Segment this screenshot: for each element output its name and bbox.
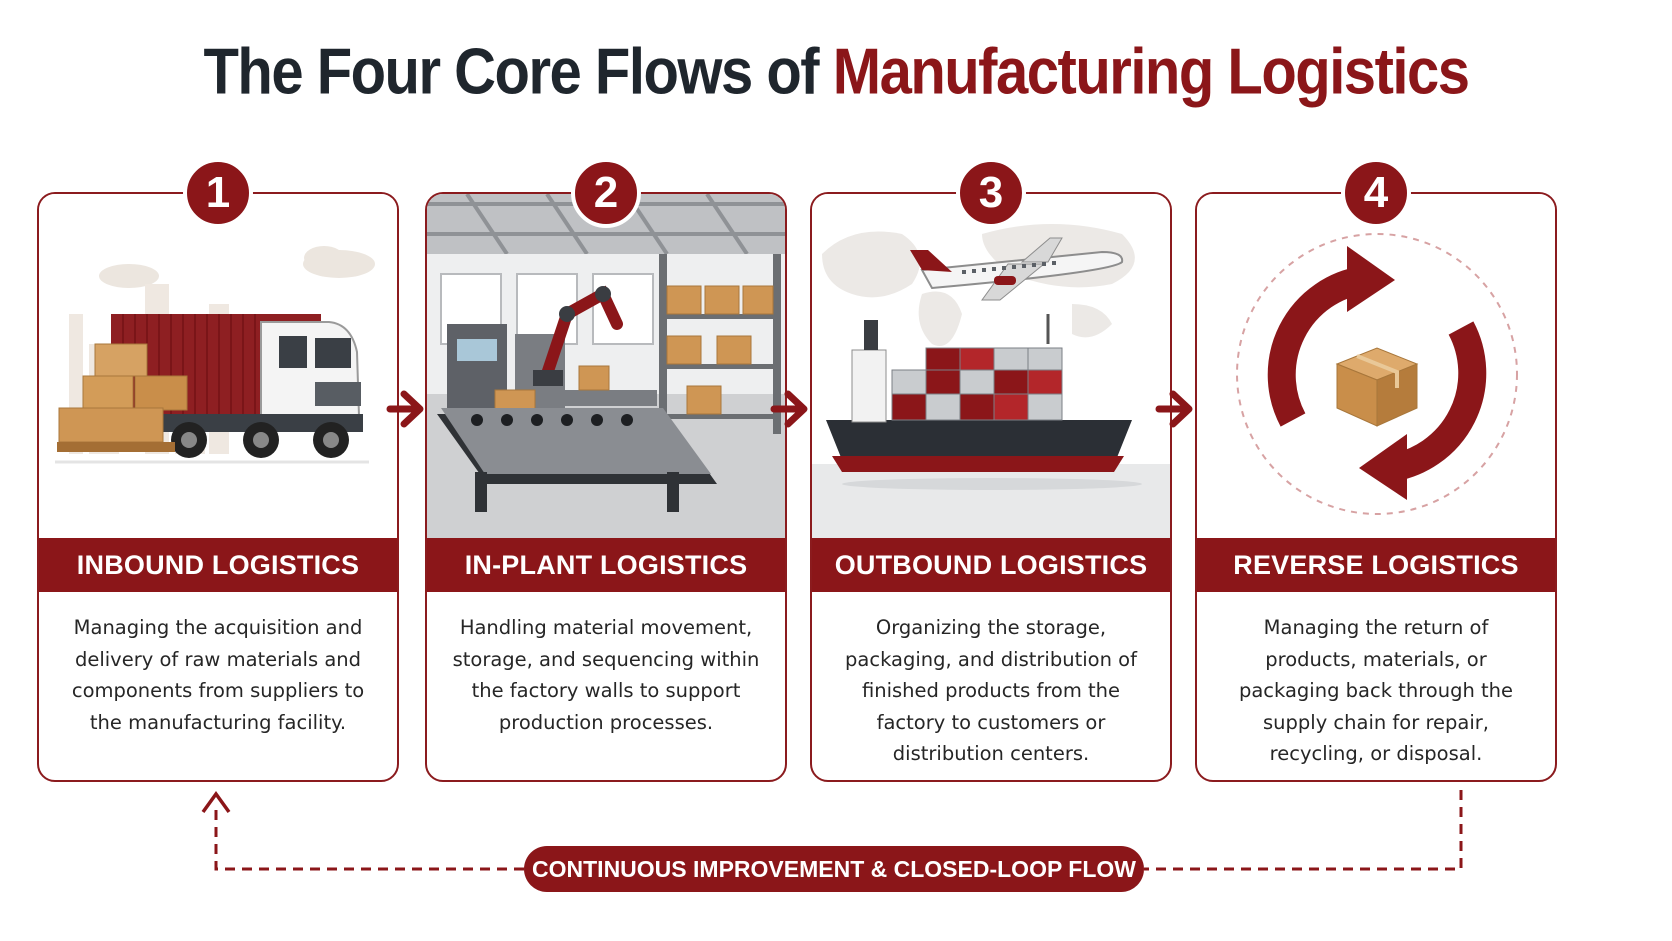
card-heading: OUTBOUND LOGISTICS: [812, 538, 1170, 592]
card-description: Handling material movement, storage, and…: [452, 616, 760, 734]
title-accent: Manufacturing Logistics: [832, 35, 1470, 108]
card-outbound: OUTBOUND LOGISTICS Organizing the storag…: [810, 158, 1172, 782]
arrow-right-icon: [1155, 390, 1193, 428]
card-heading: INBOUND LOGISTICS: [39, 538, 397, 592]
step-number-badge: 4: [1341, 158, 1411, 228]
card-description: Managing the acquisition and delivery of…: [71, 616, 365, 734]
page-title: The Four Core Flows of Manufacturing Log…: [0, 34, 1672, 109]
arrow-right-icon: [386, 390, 424, 428]
step-number-badge: 1: [183, 158, 253, 228]
card-heading: IN-PLANT LOGISTICS: [427, 538, 785, 592]
recycle-arrows-box-icon: [1197, 194, 1555, 538]
card-description: Organizing the storage, packaging, and d…: [845, 616, 1137, 765]
card-heading: REVERSE LOGISTICS: [1197, 538, 1555, 592]
factory-conveyor-robot-icon: [427, 194, 785, 538]
card-in-plant: IN-PLANT LOGISTICS Handling material mov…: [425, 158, 787, 782]
card-inbound: INBOUND LOGISTICS Managing the acquisiti…: [37, 158, 399, 782]
card-reverse: REVERSE LOGISTICS Managing the return of…: [1195, 158, 1557, 782]
title-prefix: The Four Core Flows of: [203, 35, 833, 108]
arrow-right-icon: [770, 390, 808, 428]
truck-with-pallets-icon: [39, 194, 397, 538]
closed-loop-label: CONTINUOUS IMPROVEMENT & CLOSED-LOOP FLO…: [524, 846, 1144, 892]
step-number-badge: 2: [571, 158, 641, 228]
step-number-badge: 3: [956, 158, 1026, 228]
ship-and-airplane-icon: [812, 194, 1170, 538]
card-description: Managing the return of products, materia…: [1238, 616, 1514, 765]
